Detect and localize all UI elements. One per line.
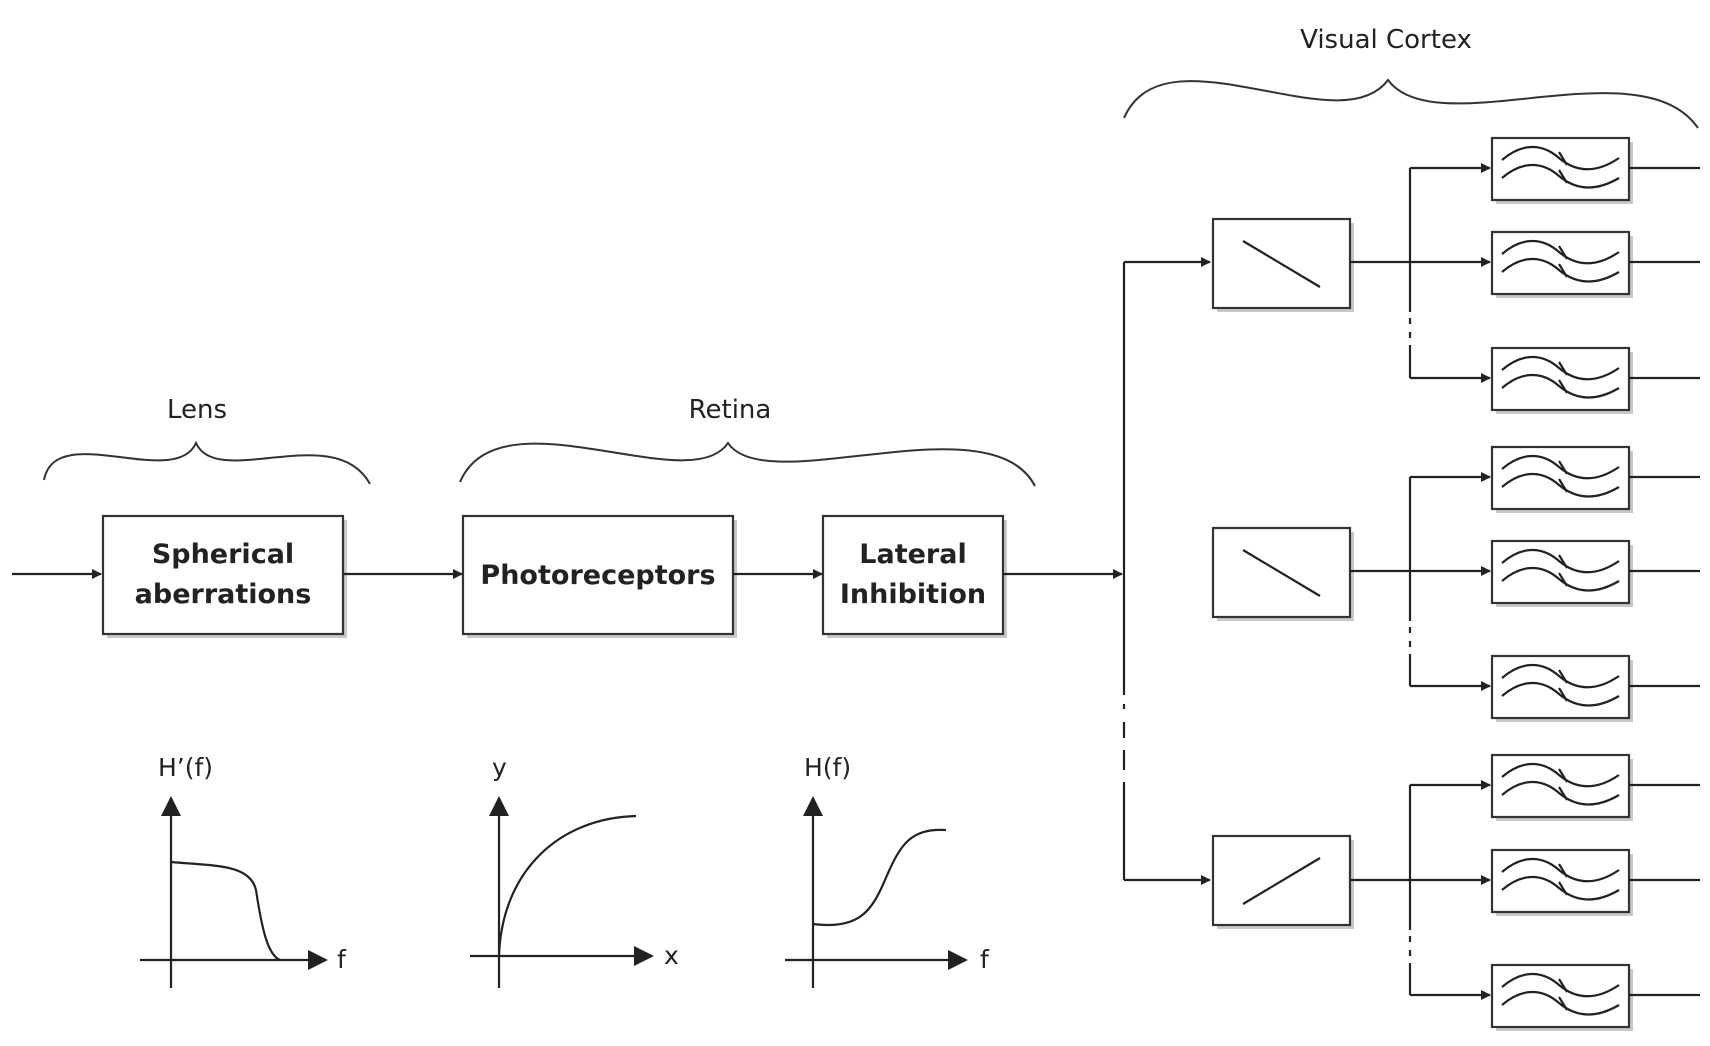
photoreceptors-label: Photoreceptors: [480, 560, 715, 591]
lens-brace: [43, 440, 371, 485]
photoreceptor-response-curve: [497, 814, 637, 957]
lateral-inhibition-block: Lateral Inhibition: [821, 514, 1007, 638]
lens-response-graph: H’(f) f: [140, 753, 347, 988]
frequency-outputs-1: [1629, 166, 1700, 380]
photoreceptor-response-ylabel: y: [492, 753, 507, 782]
spherical-aberrations-block: Spherical aberrations: [101, 514, 347, 638]
frequency-channel-2-3: [1490, 654, 1635, 724]
lens-group-label: Lens: [167, 395, 227, 425]
frequency-outputs-2: [1629, 475, 1700, 688]
visual-cortex-group-label: Visual Cortex: [1300, 25, 1472, 55]
lens-response-ylabel: H’(f): [158, 753, 213, 782]
frequency-channel-2-1: [1490, 445, 1635, 515]
inhibition-response-graph: H(f) f: [785, 753, 990, 988]
frequency-channel-3-3: [1490, 963, 1635, 1033]
frequency-bus-3: [1350, 780, 1491, 1000]
frequency-bus-1: [1350, 163, 1491, 383]
visual-cortex-brace: [1123, 78, 1699, 129]
retina-brace: [459, 441, 1036, 487]
lens-response-curve: [170, 860, 281, 962]
photoreceptors-block: Photoreceptors: [461, 514, 737, 638]
frequency-outputs-3: [1629, 783, 1700, 997]
inhibition-response-curve: [812, 828, 947, 927]
lateral-inhibition-label-1: Lateral: [859, 539, 966, 570]
inhibition-response-xlabel: f: [980, 945, 990, 974]
retina-group-label: Retina: [689, 395, 772, 425]
frequency-channel-3-1: [1490, 753, 1635, 823]
lateral-inhibition-label-2: Inhibition: [840, 579, 986, 610]
photoreceptor-response-xlabel: x: [664, 941, 679, 970]
lens-response-xlabel: f: [337, 945, 347, 974]
frequency-channel-1-3: [1490, 346, 1635, 416]
frequency-channel-2-2: [1490, 539, 1635, 609]
orientation-bus: [1122, 257, 1211, 885]
orientation-filter-1: [1211, 217, 1356, 314]
photoreceptor-response-graph: y x: [470, 753, 679, 988]
frequency-channel-1-1: [1490, 136, 1635, 206]
spherical-aberrations-label-1: Spherical: [152, 539, 294, 570]
orientation-filter-3: [1211, 834, 1356, 931]
frequency-bus-2: [1350, 472, 1491, 691]
inhibition-response-ylabel: H(f): [804, 753, 851, 782]
spherical-aberrations-label-2: aberrations: [135, 579, 312, 610]
frequency-channel-1-2: [1490, 230, 1635, 300]
orientation-filter-2: [1211, 526, 1356, 623]
frequency-channel-3-2: [1490, 848, 1635, 918]
